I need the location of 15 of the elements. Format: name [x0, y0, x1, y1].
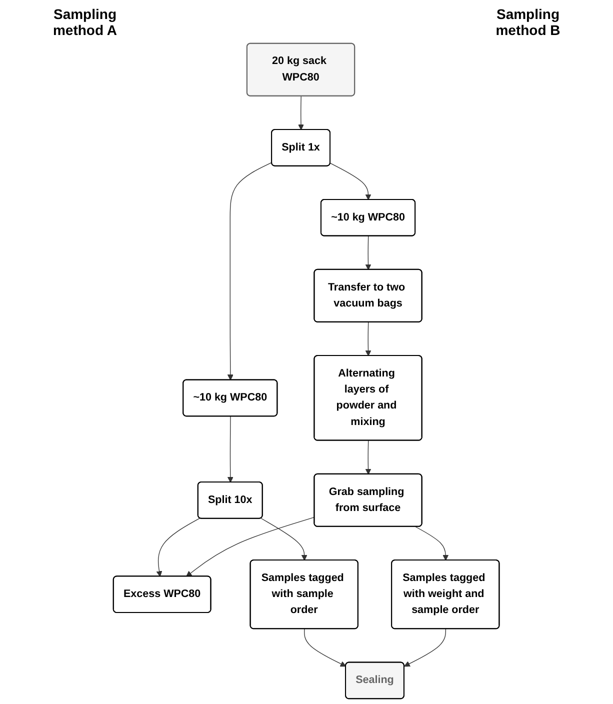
- arrow: [260, 518, 308, 561]
- arrow: [156, 518, 200, 577]
- arrow: [366, 236, 372, 270]
- arrow: [228, 416, 234, 483]
- arrow: [304, 628, 346, 667]
- column-heading: Sampling method B: [494, 6, 562, 38]
- arrow: [330, 162, 372, 200]
- arrow: [228, 162, 272, 380]
- arrow: [366, 322, 372, 356]
- arrow: [415, 526, 449, 561]
- arrow: [404, 628, 446, 667]
- arrow: [186, 516, 316, 577]
- column-heading: Sampling method A: [52, 6, 118, 38]
- arrow: [366, 440, 372, 475]
- arrow: [298, 96, 304, 130]
